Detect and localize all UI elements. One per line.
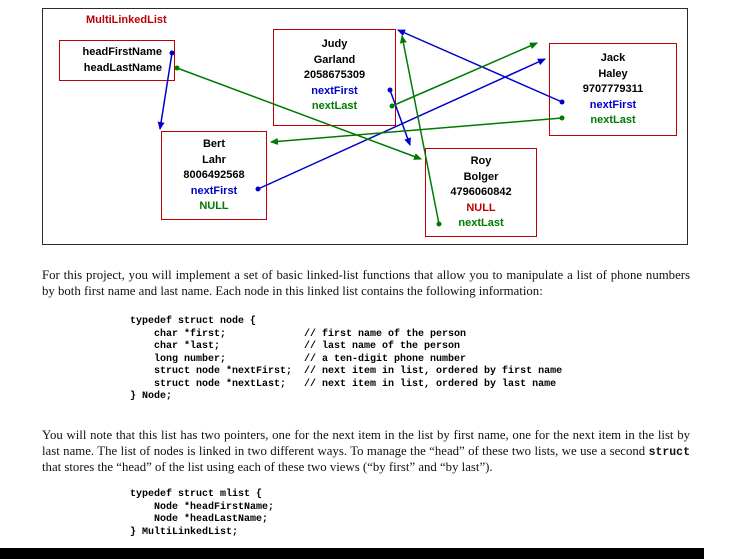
code-block-mlist-struct: typedef struct mlist { Node *headFirstNa… — [130, 489, 274, 539]
paragraph-text: You will note that this list has two poi… — [42, 428, 690, 458]
head-pointers-box: headFirstName headLastName — [59, 40, 175, 81]
bottom-black-bar — [0, 548, 704, 559]
node-first-name: Roy — [470, 155, 492, 167]
node-last-name: Garland — [313, 53, 356, 66]
paragraph-intro: For this project, you will implement a s… — [42, 268, 690, 298]
code-line: long number; // a ten-digit phone number — [130, 353, 467, 365]
node-box-judy-garland: Judy Garland 2058675309 nextFirst nextLa… — [273, 29, 396, 126]
node-box-jack-haley: Jack Haley 9707779311 nextFirst nextLast — [549, 43, 677, 136]
struct-keyword: struct — [648, 445, 690, 459]
node-phone-number: 9707779311 — [582, 83, 644, 95]
node-next-last-label: nextLast — [458, 217, 504, 229]
node-box-bert-lahr: Bert Lahr 8006492568 nextFirst NULL — [161, 131, 267, 220]
code-line: Node *headFirstName; — [130, 501, 275, 513]
paragraph-explanation: You will note that this list has two poi… — [42, 428, 690, 476]
code-line: typedef struct node { — [130, 316, 257, 327]
node-null-label: NULL — [199, 200, 229, 212]
node-next-last-label: nextLast — [311, 100, 358, 112]
code-line: typedef struct mlist { — [130, 489, 263, 500]
node-last-name: Lahr — [202, 153, 226, 166]
node-phone-number: 8006492568 — [183, 169, 245, 181]
code-line: struct node *nextLast; // next item in l… — [130, 378, 557, 390]
code-block-node-struct: typedef struct node { char *first; // fi… — [130, 316, 562, 404]
node-box-roy-bolger: Roy Bolger 4796060842 NULL nextLast — [425, 148, 537, 237]
code-line: char *last; // last name of the person — [130, 341, 461, 352]
node-phone-number: 2058675309 — [303, 69, 366, 81]
node-next-last-label: nextLast — [590, 114, 636, 126]
node-next-first-label: nextFirst — [311, 84, 358, 97]
node-null-label: NULL — [466, 201, 496, 214]
diagram-title: MultiLinkedList — [86, 14, 167, 26]
edge-judy-nextlast-to-jack — [391, 42, 538, 107]
node-last-name: Haley — [598, 67, 628, 80]
node-phone-number: 4796060842 — [450, 186, 512, 198]
paragraph-text: that stores the “head” of the list using… — [42, 460, 493, 474]
node-first-name: Jack — [600, 52, 626, 64]
node-first-name: Judy — [321, 38, 348, 50]
node-last-name: Bolger — [463, 170, 499, 183]
multilinkedlist-diagram: MultiLinkedList headFirstName headLastNa… — [42, 8, 688, 245]
code-line: } Node; — [130, 391, 173, 402]
code-line: char *first; // first name of the person — [130, 328, 467, 340]
head-last-name-label: headLastName — [83, 61, 162, 74]
node-first-name: Bert — [202, 138, 225, 150]
head-first-name-label: headFirstName — [82, 46, 162, 58]
code-line: struct node *nextFirst; // next item in … — [130, 366, 563, 377]
node-next-first-label: nextFirst — [190, 184, 238, 197]
dot-headlastname — [174, 65, 180, 71]
edge-jack-nextfirst-to-judy — [397, 29, 563, 103]
code-line: } MultiLinkedList; — [130, 526, 239, 538]
node-next-first-label: nextFirst — [589, 98, 637, 111]
code-line: Node *headLastName; — [130, 514, 269, 525]
